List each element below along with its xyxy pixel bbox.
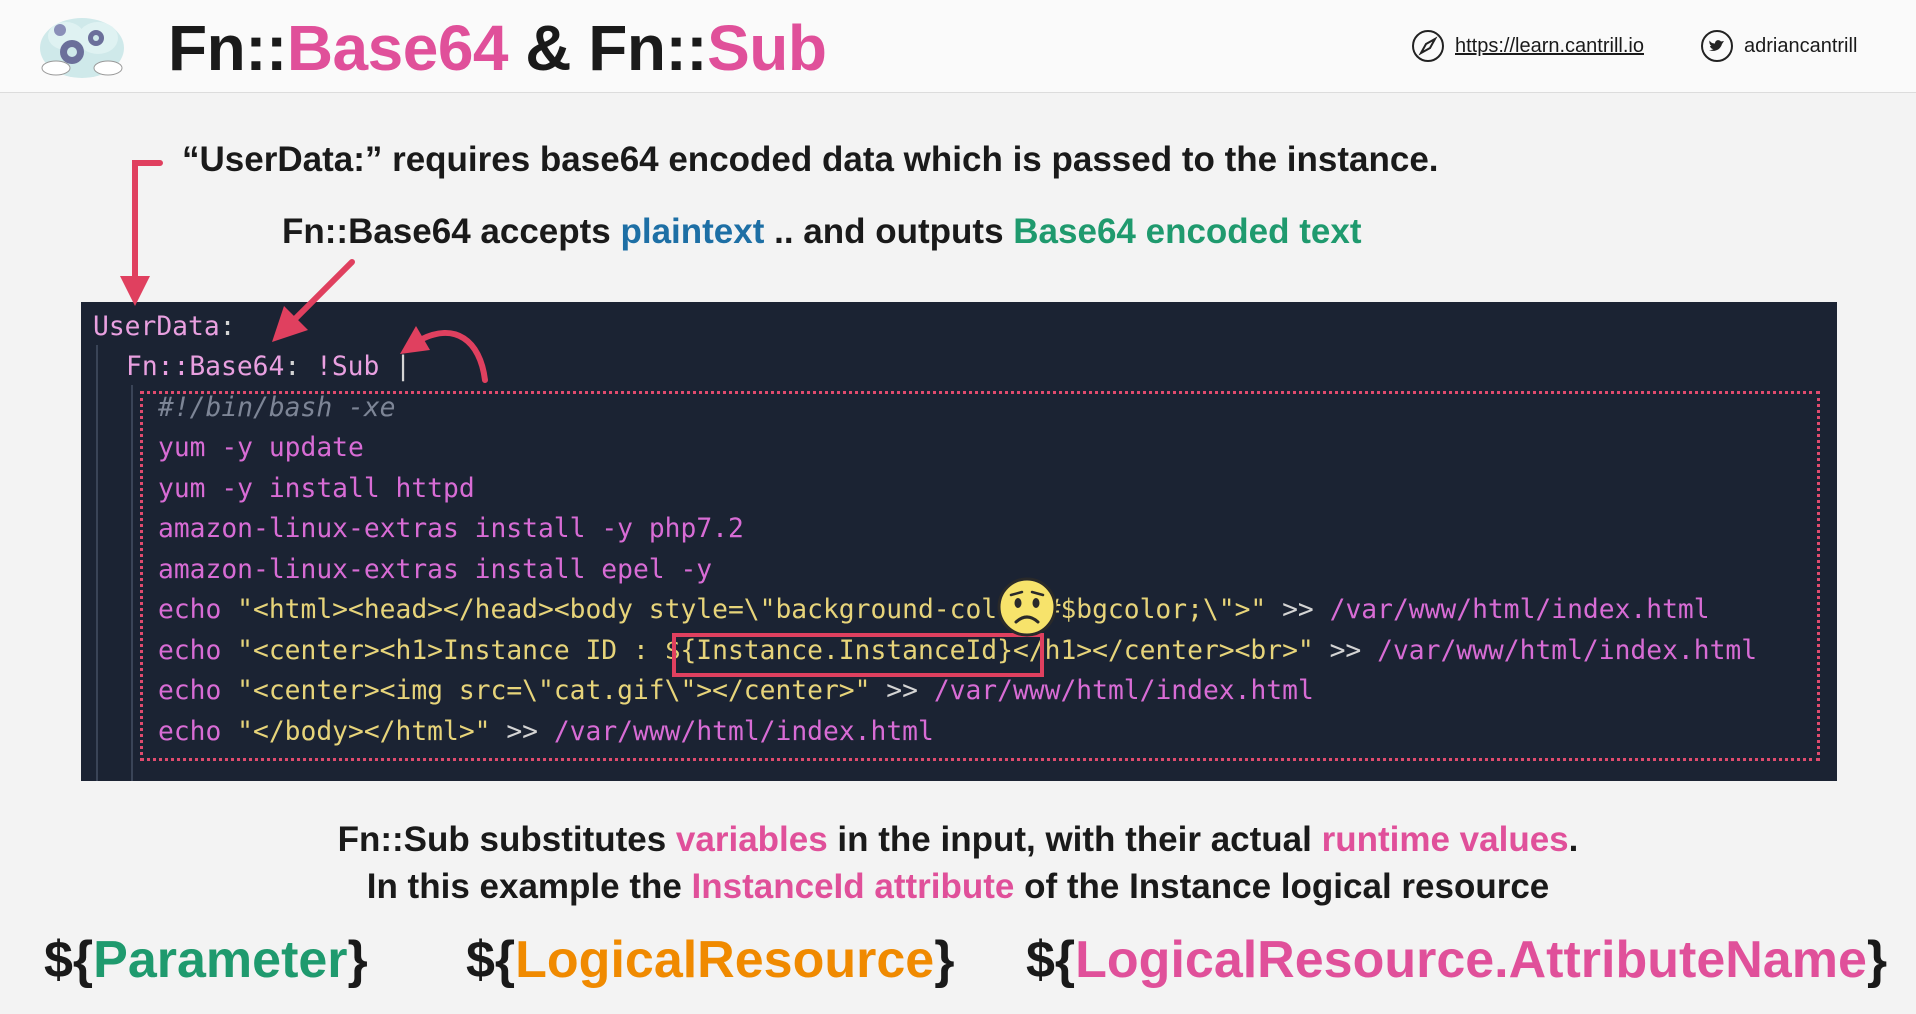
code-line-1: Fn::Base64: !Sub | [126,352,412,382]
instance-id-highlight-box [672,633,1044,677]
code-line-2: #!/bin/bash -xe [158,393,396,423]
code-line-0: UserData: [93,312,236,342]
instance-id-variable: ${Instance.InstanceId} [664,636,1013,666]
title-amp: & Fn:: [508,12,708,84]
sub-explanation-line2: In this example the InstanceId attribute… [366,867,1550,906]
userdata-arrow [132,160,163,285]
base64-annotation: Fn::Base64 accepts plaintext .. and outp… [282,212,1362,252]
code-line-6: amazon-linux-extras install epel -y [158,555,713,585]
code-block [81,302,1837,781]
variables-label: variables [675,820,828,859]
indent-guide [131,385,133,781]
page-title: Fn::Base64 & Fn::Sub [168,6,827,90]
twitter-link[interactable]: adriancantrill [1700,27,1857,65]
title-sub: Sub [707,12,827,84]
twitter-icon [1701,30,1733,62]
indent-guide [96,345,98,781]
website-link[interactable]: https://learn.cantrill.io [1411,27,1644,65]
compass-icon [1412,30,1444,62]
parameter-syntax: ${Parameter} [44,931,368,989]
title-prefix: Fn:: [168,12,287,84]
base64-annotation-c: .. and outputs [764,212,1014,251]
worried-face-icon [997,577,1057,637]
sub-input-dotted-box [140,391,1820,761]
code-line-9: echo "<center><img src=\"cat.gif\"></cen… [158,676,1314,706]
code-line-3: yum -y update [158,433,364,463]
attribute-syntax: ${LogicalResource.AttributeName} [1026,931,1888,989]
logical-resource-syntax: ${LogicalResource} [466,931,955,989]
plaintext-label: plaintext [620,212,765,251]
base64-annotation-a: Fn::Base64 accepts [282,212,621,251]
instanceid-attribute-label: InstanceId attribute [691,867,1015,906]
cloud-gears-logo-icon [40,18,124,78]
userdata-annotation: “UserData:” requires base64 encoded data… [182,140,1439,179]
sub-explanation-line1: Fn::Sub substitutes variables in the inp… [337,820,1579,859]
runtime-values-label: runtime values [1321,820,1569,859]
code-line-10: echo "</body></html>" >> /var/www/html/i… [158,717,934,747]
code-line-4: yum -y install httpd [158,474,475,504]
base64-output-label: Base64 encoded text [1013,212,1362,251]
twitter-handle: adriancantrill [1744,34,1858,57]
header-bar: Fn::Base64 & Fn::Sub https://learn.cantr… [0,0,1916,93]
title-base64: Base64 [286,12,509,84]
code-line-8: echo "<center><h1>Instance ID : ${Instan… [158,636,1758,666]
code-line-7: echo "<html><head></head><body style=\"b… [158,595,1710,625]
website-url[interactable]: https://learn.cantrill.io [1455,34,1644,57]
code-line-5: amazon-linux-extras install -y php7.2 [158,514,744,544]
